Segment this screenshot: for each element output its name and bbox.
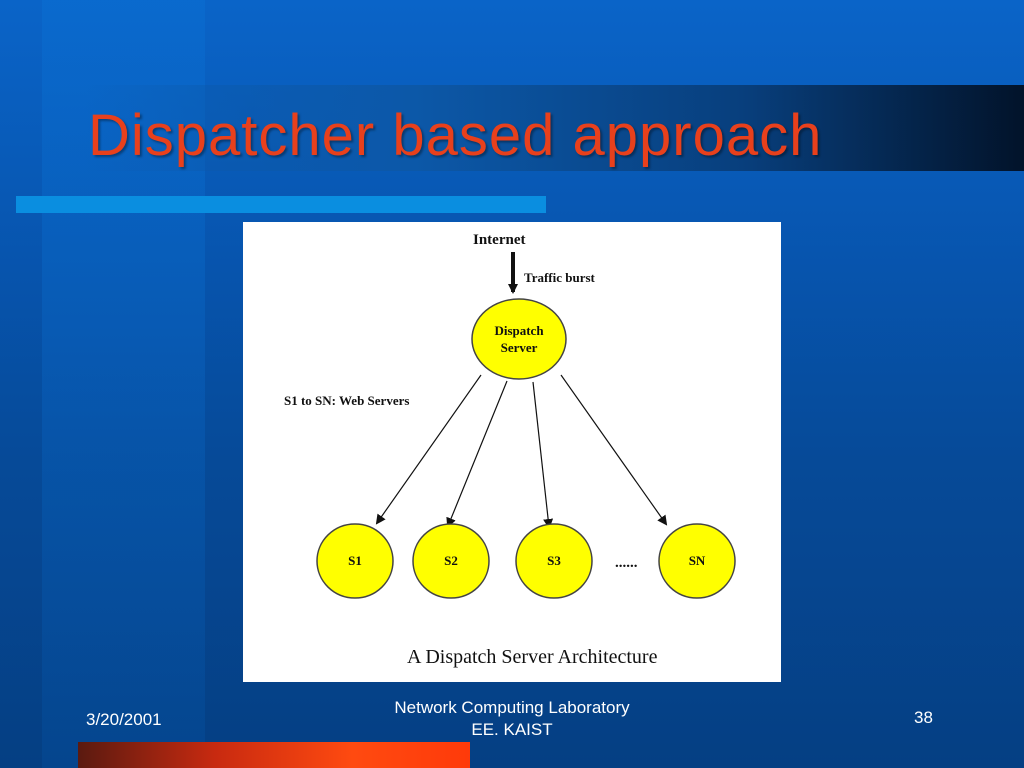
- slide-title: Dispatcher based approach: [88, 103, 823, 168]
- traffic-burst-label: Traffic burst: [524, 270, 596, 285]
- server-label-sn: SN: [689, 553, 706, 568]
- architecture-figure: Internet Traffic burst Dispatch Server S…: [243, 222, 781, 682]
- server-label-s2: S2: [444, 553, 458, 568]
- footer-date: 3/20/2001: [86, 710, 162, 729]
- server-label-s3: S3: [547, 553, 561, 568]
- footer-accent-bar: [78, 742, 470, 768]
- arrow-to-s2: [446, 380, 508, 528]
- internet-label: Internet: [473, 232, 526, 248]
- server-label-s1: S1: [348, 553, 362, 568]
- footer-organization: Network Computing Laboratory EE. KAIST: [330, 697, 694, 741]
- figure-caption: A Dispatch Server Architecture: [407, 646, 658, 668]
- footer-org-line2: EE. KAIST: [471, 720, 553, 739]
- web-servers-note: S1 to SN: Web Servers: [284, 393, 409, 408]
- server-node-sn: [658, 523, 736, 599]
- dispatch-label-line1: Dispatch: [494, 323, 544, 338]
- title-underline-bar: [16, 196, 546, 213]
- title-band: [85, 85, 1024, 171]
- server-node-s2: [412, 523, 490, 599]
- server-node-s1: [316, 523, 394, 599]
- dispatch-server-node: [471, 298, 567, 380]
- arrow-to-s1: [375, 374, 482, 525]
- arrow-to-s3: [532, 381, 554, 529]
- footer-org-line1: Network Computing Laboratory: [394, 698, 630, 717]
- server-node-s3: [515, 523, 593, 599]
- server-ellipsis: ......: [615, 555, 638, 571]
- arrow-to-sn: [560, 374, 668, 526]
- dispatch-label-line2: Server: [501, 340, 538, 355]
- page-number: 38: [914, 708, 933, 727]
- dispatch-architecture-diagram: Internet Traffic burst Dispatch Server S…: [284, 232, 736, 668]
